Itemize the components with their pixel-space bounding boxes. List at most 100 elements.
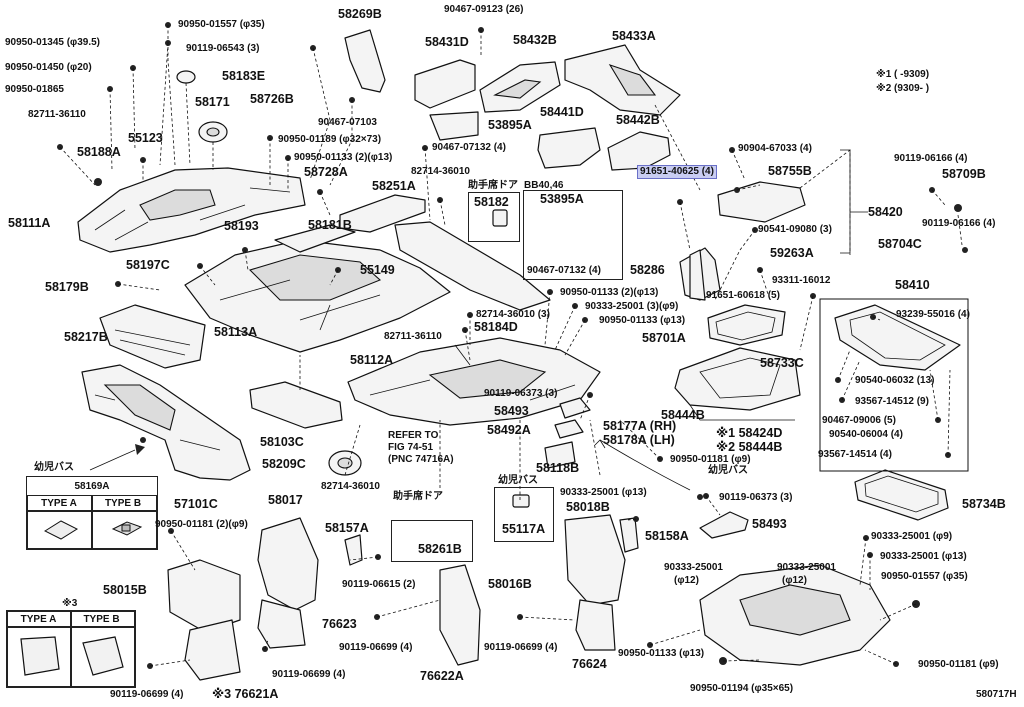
label-58197c[interactable]: 58197C <box>126 258 170 272</box>
label-90540-06004[interactable]: 90540-06004 (4) <box>829 429 903 440</box>
label-58217b[interactable]: 58217B <box>64 330 108 344</box>
label-90467-09123[interactable]: 90467-09123 (26) <box>444 4 524 15</box>
label-90950-01450[interactable]: 90950-01450 (φ20) <box>5 62 92 73</box>
label-76624[interactable]: 76624 <box>572 657 607 671</box>
label-90950-01181-mid[interactable]: 90950-01181 (φ9) <box>670 454 751 465</box>
label-58442b[interactable]: 58442B <box>616 113 660 127</box>
label-76621a[interactable]: ※3 76621A <box>212 687 279 701</box>
label-58431d[interactable]: 58431D <box>425 35 469 49</box>
label-90467-07132-top[interactable]: 90467-07132 (4) <box>432 142 506 153</box>
label-82714-36010-low[interactable]: 82714-36010 <box>321 481 380 492</box>
label-93311-16012[interactable]: 93311-16012 <box>772 275 831 286</box>
label-90950-01181-low[interactable]: 90950-01181 (φ9) <box>918 659 999 670</box>
label-58444b-b[interactable]: ※2 58444B <box>716 440 783 454</box>
label-93567-14512[interactable]: 93567-14512 (9) <box>855 396 929 407</box>
label-53895a-top[interactable]: 53895A <box>488 118 532 132</box>
label-76622a[interactable]: 76622A <box>420 669 464 683</box>
label-90950-01557-r[interactable]: 90950-01557 (φ35) <box>881 571 968 582</box>
label-58177a[interactable]: 58177A (RH) <box>603 419 677 433</box>
label-58728a[interactable]: 58728A <box>304 165 348 179</box>
label-58701a[interactable]: 58701A <box>642 331 686 345</box>
label-90540-06032[interactable]: 90540-06032 (13) <box>855 375 935 386</box>
label-58017[interactable]: 58017 <box>268 493 303 507</box>
label-90333-25001-a[interactable]: 90333-25001 (3)(φ9) <box>585 301 679 312</box>
label-58286[interactable]: 58286 <box>630 263 665 277</box>
label-58103c[interactable]: 58103C <box>260 435 304 449</box>
label-90119-06699-a[interactable]: 90119-06699 (4) <box>339 642 413 653</box>
label-58755b[interactable]: 58755B <box>768 164 812 178</box>
label-82711-36110-mid[interactable]: 82711-36110 <box>384 331 442 342</box>
label-58183e[interactable]: 58183E <box>222 69 266 83</box>
label-90950-01189[interactable]: 90950-01189 (φ32×73) <box>278 134 382 145</box>
label-90467-07103[interactable]: 90467-07103 <box>318 117 377 128</box>
label-58018b[interactable]: 58018B <box>566 500 610 514</box>
label-90950-01181-2[interactable]: 90950-01181 (2)(φ9) <box>155 519 248 530</box>
label-90119-06373-b[interactable]: 90119-06373 (3) <box>719 492 793 503</box>
label-59263a[interactable]: 59263A <box>770 246 814 260</box>
label-90333-25001-c2[interactable]: 90333-25001 <box>777 562 836 573</box>
label-90950-01865[interactable]: 90950-01865 <box>5 84 64 95</box>
label-90950-01133-top[interactable]: 90950-01133 (2)(φ13) <box>294 152 393 163</box>
label-58209c[interactable]: 58209C <box>262 457 306 471</box>
label-58733c[interactable]: 58733C <box>760 356 804 370</box>
label-90119-06699-c[interactable]: 90119-06699 (4) <box>272 669 346 680</box>
label-58111a[interactable]: 58111A <box>8 216 51 230</box>
label-58410[interactable]: 58410 <box>895 278 930 292</box>
label-90119-06373-a[interactable]: 90119-06373 (3) <box>484 388 558 399</box>
label-55123[interactable]: 55123 <box>128 131 163 145</box>
label-90950-01133-low[interactable]: 90950-01133 (φ13) <box>618 648 705 659</box>
label-90541-09080[interactable]: 90541-09080 (3) <box>758 224 832 235</box>
label-90950-01133-b[interactable]: 90950-01133 (φ13) <box>599 315 686 326</box>
label-55149[interactable]: 55149 <box>360 263 395 277</box>
label-58433a[interactable]: 58433A <box>612 29 656 43</box>
label-90467-07132-box[interactable]: 90467-07132 (4) <box>527 265 601 276</box>
label-58441d[interactable]: 58441D <box>540 105 584 119</box>
label-58016b[interactable]: 58016B <box>488 577 532 591</box>
label-90119-06699-d[interactable]: 90119-06699 (4) <box>110 689 184 700</box>
label-90119-06699-b[interactable]: 90119-06699 (4) <box>484 642 558 653</box>
label-90119-06166-top[interactable]: 90119-06166 (4) <box>894 153 968 164</box>
label-58493-b[interactable]: 58493 <box>752 517 787 531</box>
label-90950-01557[interactable]: 90950-01557 (φ35) <box>178 19 265 30</box>
label-58493-a[interactable]: 58493 <box>494 404 529 418</box>
label-58179b[interactable]: 58179B <box>45 280 89 294</box>
label-58709b[interactable]: 58709B <box>942 167 986 181</box>
label-90950-01194[interactable]: 90950-01194 (φ35×65) <box>690 683 794 694</box>
label-58171[interactable]: 58171 <box>195 95 230 109</box>
label-90950-01345[interactable]: 90950-01345 (φ39.5) <box>5 37 100 48</box>
label-90333-25001-low[interactable]: 90333-25001 (φ13) <box>560 487 647 498</box>
label-58734b[interactable]: 58734B <box>962 497 1006 511</box>
label-90119-06543[interactable]: 90119-06543 (3) <box>186 43 260 54</box>
label-58420[interactable]: 58420 <box>868 205 903 219</box>
label-76623[interactable]: 76623 <box>322 617 357 631</box>
label-58157a[interactable]: 58157A <box>325 521 369 535</box>
label-58193[interactable]: 58193 <box>224 219 259 233</box>
label-93567-14514[interactable]: 93567-14514 (4) <box>818 449 892 460</box>
label-53895a-box[interactable]: 53895A <box>540 192 584 206</box>
label-91651-40625-highlighted[interactable]: 91651-40625 (4) <box>637 165 717 179</box>
label-58432b[interactable]: 58432B <box>513 33 557 47</box>
label-58704c[interactable]: 58704C <box>878 237 922 251</box>
label-90333-25001-r2[interactable]: 90333-25001 (φ13) <box>880 551 967 562</box>
label-58112a[interactable]: 58112A <box>350 353 394 367</box>
label-58261b[interactable]: 58261B <box>418 542 462 556</box>
label-55117a[interactable]: 55117A <box>502 522 546 536</box>
label-58726b[interactable]: 58726B <box>250 92 294 106</box>
label-58113a[interactable]: 58113A <box>214 325 258 339</box>
label-58158a[interactable]: 58158A <box>645 529 689 543</box>
label-90950-01133-mid[interactable]: 90950-01133 (2)(φ13) <box>560 287 659 298</box>
label-58492a[interactable]: 58492A <box>487 423 531 437</box>
label-57101c[interactable]: 57101C <box>174 497 218 511</box>
label-58269b[interactable]: 58269B <box>338 7 382 21</box>
label-90119-06615[interactable]: 90119-06615 (2) <box>342 579 416 590</box>
label-82714-36010-top[interactable]: 82714-36010 <box>411 166 470 177</box>
label-58424d[interactable]: ※1 58424D <box>716 426 783 440</box>
label-58181b[interactable]: 58181B <box>308 218 352 232</box>
label-58015b[interactable]: 58015B <box>103 583 147 597</box>
label-58182[interactable]: 58182 <box>474 195 509 209</box>
label-93239-55016[interactable]: 93239-55016 (4) <box>896 309 970 320</box>
label-58178a[interactable]: 58178A (LH) <box>603 433 675 447</box>
label-90333-25001-c1[interactable]: 90333-25001 <box>664 562 723 573</box>
label-58188a[interactable]: 58188A <box>77 145 121 159</box>
label-58118b[interactable]: 58118B <box>536 461 580 475</box>
